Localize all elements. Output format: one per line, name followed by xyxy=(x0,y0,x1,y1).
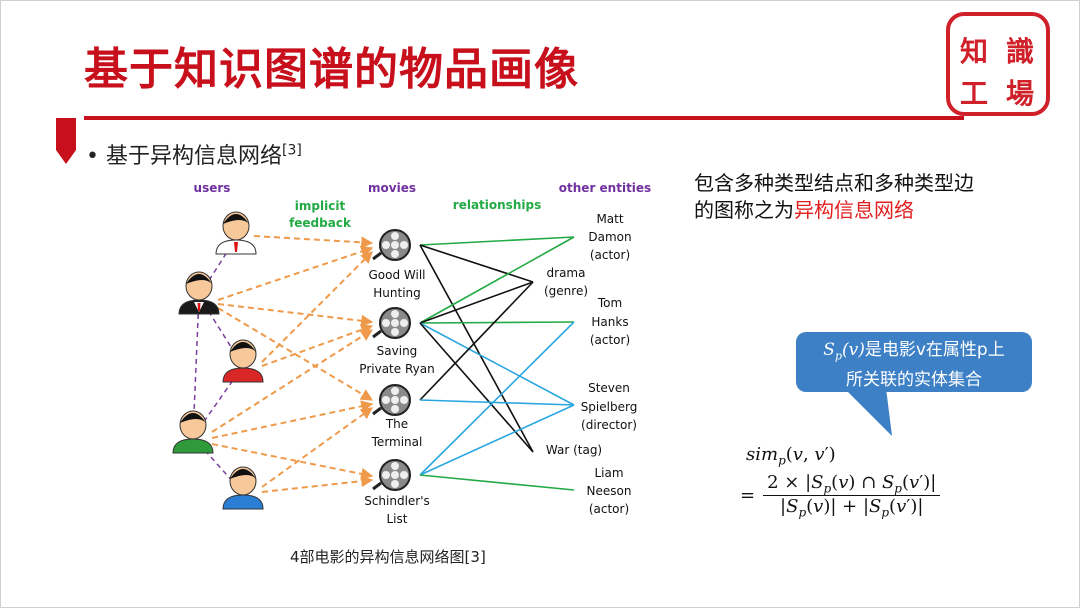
entity-label: (genre) xyxy=(544,284,588,298)
description-line: 包含多种类型结点和多种类型边 xyxy=(694,171,974,195)
user-icon xyxy=(222,339,264,383)
header-feedback: feedback xyxy=(289,216,352,230)
header-users: users xyxy=(194,181,231,195)
user-icon xyxy=(178,271,220,315)
entity-label: Hanks xyxy=(591,315,628,329)
figure-caption: 4部电影的异构信息网络图[3] xyxy=(290,548,486,566)
description: 包含多种类型结点和多种类型边 的图称之为异构信息网络 xyxy=(694,170,1024,224)
entity-label: Damon xyxy=(588,230,631,244)
similarity-formula: simp(v, v′) = 2 × |Sp(v) ∩ Sp(v′)| |Sp(v… xyxy=(740,444,941,520)
entity-label: Tom xyxy=(597,296,622,310)
user-icon xyxy=(172,410,214,454)
section-tab-icon xyxy=(56,118,76,164)
movie-label: Terminal xyxy=(371,435,423,449)
description-line: 的图称之为异构信息网络 xyxy=(694,197,1024,224)
description-highlight: 异构信息网络 xyxy=(794,198,914,222)
movie-label: The xyxy=(385,417,408,431)
header-movies: movies xyxy=(368,181,416,195)
movie-label: Private Ryan xyxy=(359,362,434,376)
relationship-edges xyxy=(419,236,575,491)
movie-label: Saving xyxy=(377,344,418,358)
header-other-entities: other entities xyxy=(559,181,651,195)
entity-label: (director) xyxy=(581,418,637,432)
film-reel-icon xyxy=(371,383,412,417)
entity-label: (actor) xyxy=(590,333,630,347)
film-reel-icon xyxy=(371,458,412,492)
logo-char: 工 xyxy=(960,77,989,110)
bullet-text: 基于异构信息网络 xyxy=(105,144,282,169)
description-text: 的图称之为 xyxy=(694,198,794,222)
user-icon xyxy=(222,466,264,510)
header-relationships: relationships xyxy=(453,198,541,212)
header-implicit: implicit xyxy=(295,199,346,213)
entity-label: Spielberg xyxy=(581,400,638,414)
callout-text: 是电影v在属性p上 xyxy=(864,340,1005,360)
entity-label: (actor) xyxy=(590,248,630,262)
entity-label: Liam xyxy=(594,466,623,480)
film-reel-icon xyxy=(371,306,412,340)
logo-char: 識 xyxy=(1006,35,1035,68)
title-underline xyxy=(84,116,964,120)
callout-tail xyxy=(844,388,892,436)
movie-label: Good Will xyxy=(368,268,425,282)
movie-label: List xyxy=(387,512,408,526)
entity-label: (actor) xyxy=(589,502,629,516)
bullet-point: • 基于异构信息网络[3] xyxy=(86,138,302,170)
callout-line: 所关联的实体集合 xyxy=(846,370,982,391)
callout-box: Sp(v)是电影v在属性p上 所关联的实体集合 xyxy=(796,332,1032,392)
slide-title: 基于知识图谱的物品画像 xyxy=(84,44,579,95)
heterogeneous-network-diagram: users implicit feedback movies relations… xyxy=(172,181,651,526)
bullet-reference: [3] xyxy=(282,142,302,159)
callout-line: Sp(v)是电影v在属性p上 xyxy=(796,338,1032,368)
logo-char: 知 xyxy=(960,35,989,68)
user-icon xyxy=(215,211,257,255)
movie-label: Schindler's xyxy=(364,494,430,508)
callout-math: Sp(v) xyxy=(823,340,865,363)
entity-label: War (tag) xyxy=(546,443,602,457)
film-reel-icon xyxy=(371,228,412,262)
logo: 知 識 工 場 xyxy=(946,12,1050,116)
logo-char: 場 xyxy=(1006,77,1035,110)
movie-label: Hunting xyxy=(373,286,421,300)
entity-label: drama xyxy=(547,266,586,280)
entity-label: Matt xyxy=(596,212,623,226)
bullet-dot: • xyxy=(86,144,106,169)
implicit-feedback-arrows xyxy=(211,235,374,493)
entity-label: Neeson xyxy=(587,484,632,498)
entity-label: Steven xyxy=(588,381,630,395)
